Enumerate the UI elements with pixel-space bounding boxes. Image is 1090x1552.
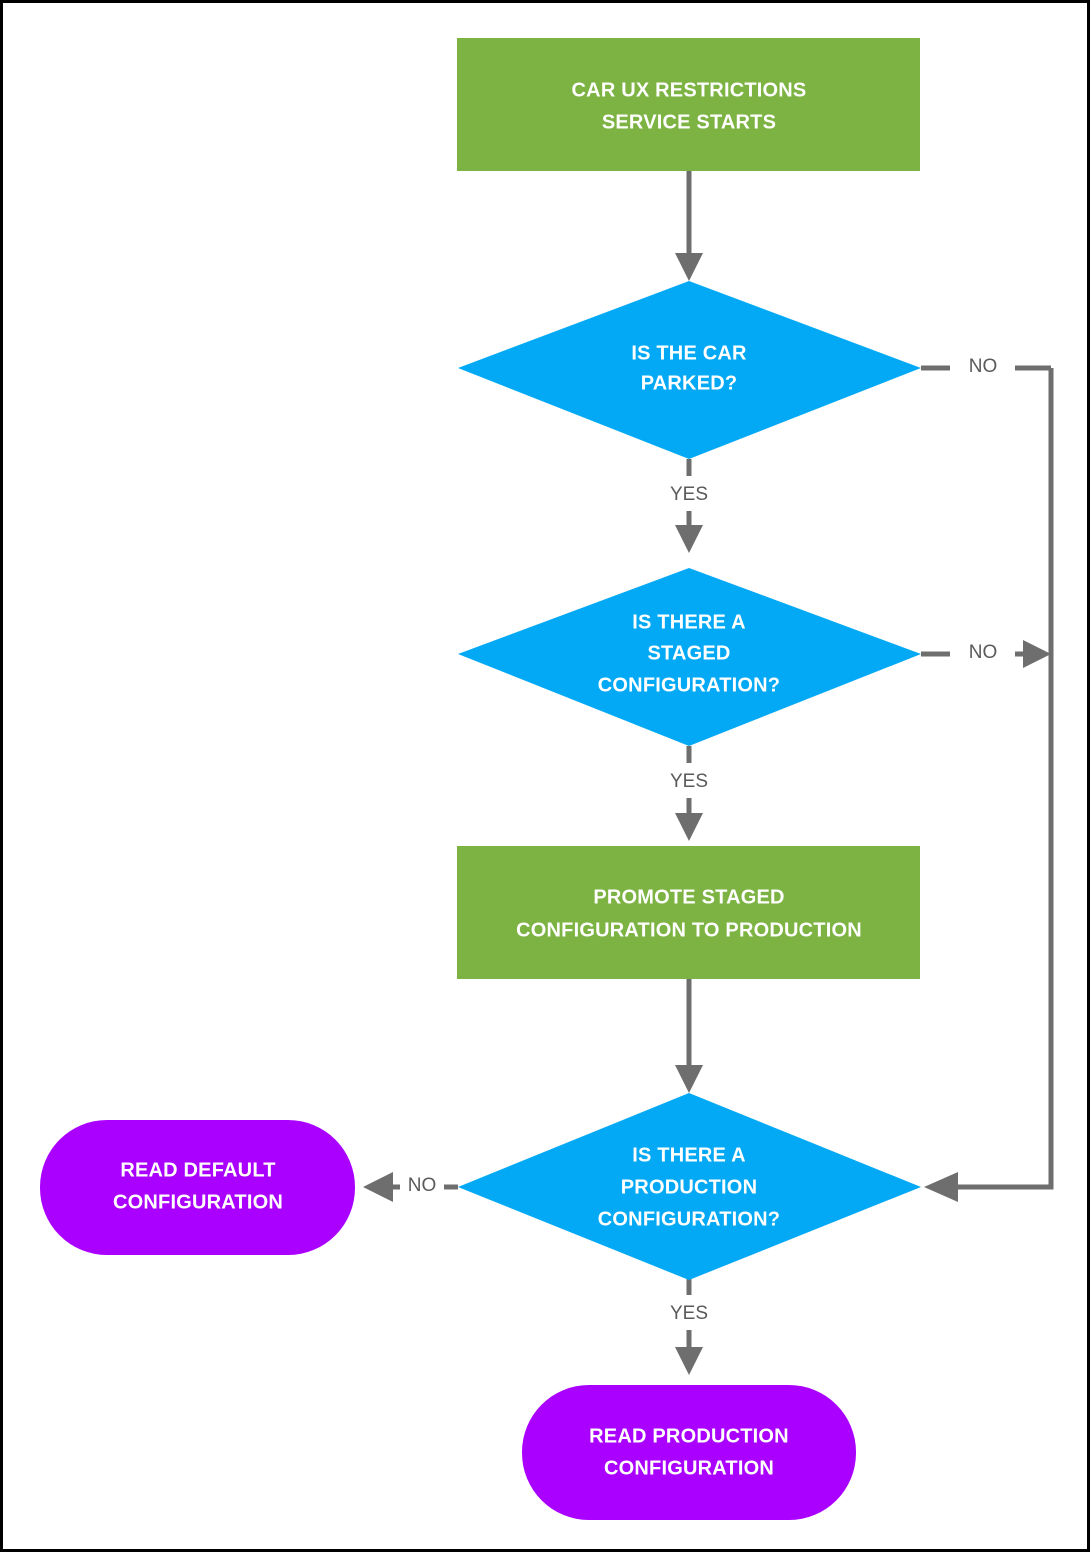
node-promote-staged-line-2: CONFIGURATION TO PRODUCTION bbox=[516, 919, 862, 941]
node-car-parked-line-2: PARKED? bbox=[641, 372, 738, 394]
node-promote-staged-line-1: PROMOTE STAGED bbox=[593, 886, 784, 908]
edge-start-to-car-parked bbox=[675, 171, 703, 281]
edge-production-config-yes: YES bbox=[670, 1275, 708, 1375]
edge-car-parked-yes: YES bbox=[670, 459, 708, 553]
flowchart-canvas: YES NO YES NO NO bbox=[40, 38, 1054, 1520]
edge-label-production-config-no: NO bbox=[408, 1175, 437, 1196]
node-start-line-2: SERVICE STARTS bbox=[602, 111, 776, 133]
node-car-parked-line-1: IS THE CAR bbox=[631, 342, 747, 364]
node-production-config-line-3: CONFIGURATION? bbox=[598, 1208, 780, 1230]
node-read-production-line-2: CONFIGURATION bbox=[604, 1457, 774, 1479]
edge-label-staged-config-no: NO bbox=[969, 642, 998, 663]
node-read-default[interactable]: READ DEFAULT CONFIGURATION bbox=[40, 1120, 355, 1255]
node-car-parked[interactable]: IS THE CAR PARKED? bbox=[458, 281, 921, 459]
node-read-production[interactable]: READ PRODUCTION CONFIGURATION bbox=[522, 1385, 856, 1520]
node-staged-config-line-2: STAGED bbox=[647, 642, 730, 664]
edge-staged-config-no: NO bbox=[921, 640, 1051, 668]
node-staged-config-line-1: IS THERE A bbox=[632, 611, 746, 633]
edge-label-car-parked-no: NO bbox=[969, 356, 998, 377]
node-staged-config[interactable]: IS THERE A STAGED CONFIGURATION? bbox=[458, 568, 921, 746]
node-staged-config-line-3: CONFIGURATION? bbox=[598, 674, 780, 696]
node-start-line-1: CAR UX RESTRICTIONS bbox=[572, 79, 807, 101]
edge-label-staged-config-yes: YES bbox=[670, 771, 708, 792]
node-start[interactable]: CAR UX RESTRICTIONS SERVICE STARTS bbox=[457, 38, 920, 171]
node-read-default-line-1: READ DEFAULT bbox=[120, 1159, 275, 1181]
edge-car-parked-no: NO bbox=[921, 356, 1054, 1202]
node-production-config-line-2: PRODUCTION bbox=[621, 1176, 757, 1198]
node-promote-staged[interactable]: PROMOTE STAGED CONFIGURATION TO PRODUCTI… bbox=[457, 846, 920, 979]
node-production-config[interactable]: IS THERE A PRODUCTION CONFIGURATION? bbox=[458, 1093, 921, 1280]
edge-label-car-parked-yes: YES bbox=[670, 484, 708, 505]
edge-promote-to-production-check bbox=[675, 979, 703, 1093]
node-read-default-line-2: CONFIGURATION bbox=[113, 1191, 283, 1213]
edge-staged-config-yes: YES bbox=[670, 746, 708, 841]
node-production-config-line-1: IS THERE A bbox=[632, 1144, 746, 1166]
node-read-production-line-1: READ PRODUCTION bbox=[589, 1425, 789, 1447]
edge-production-config-no: NO bbox=[363, 1172, 458, 1202]
edge-label-production-config-yes: YES bbox=[670, 1303, 708, 1324]
